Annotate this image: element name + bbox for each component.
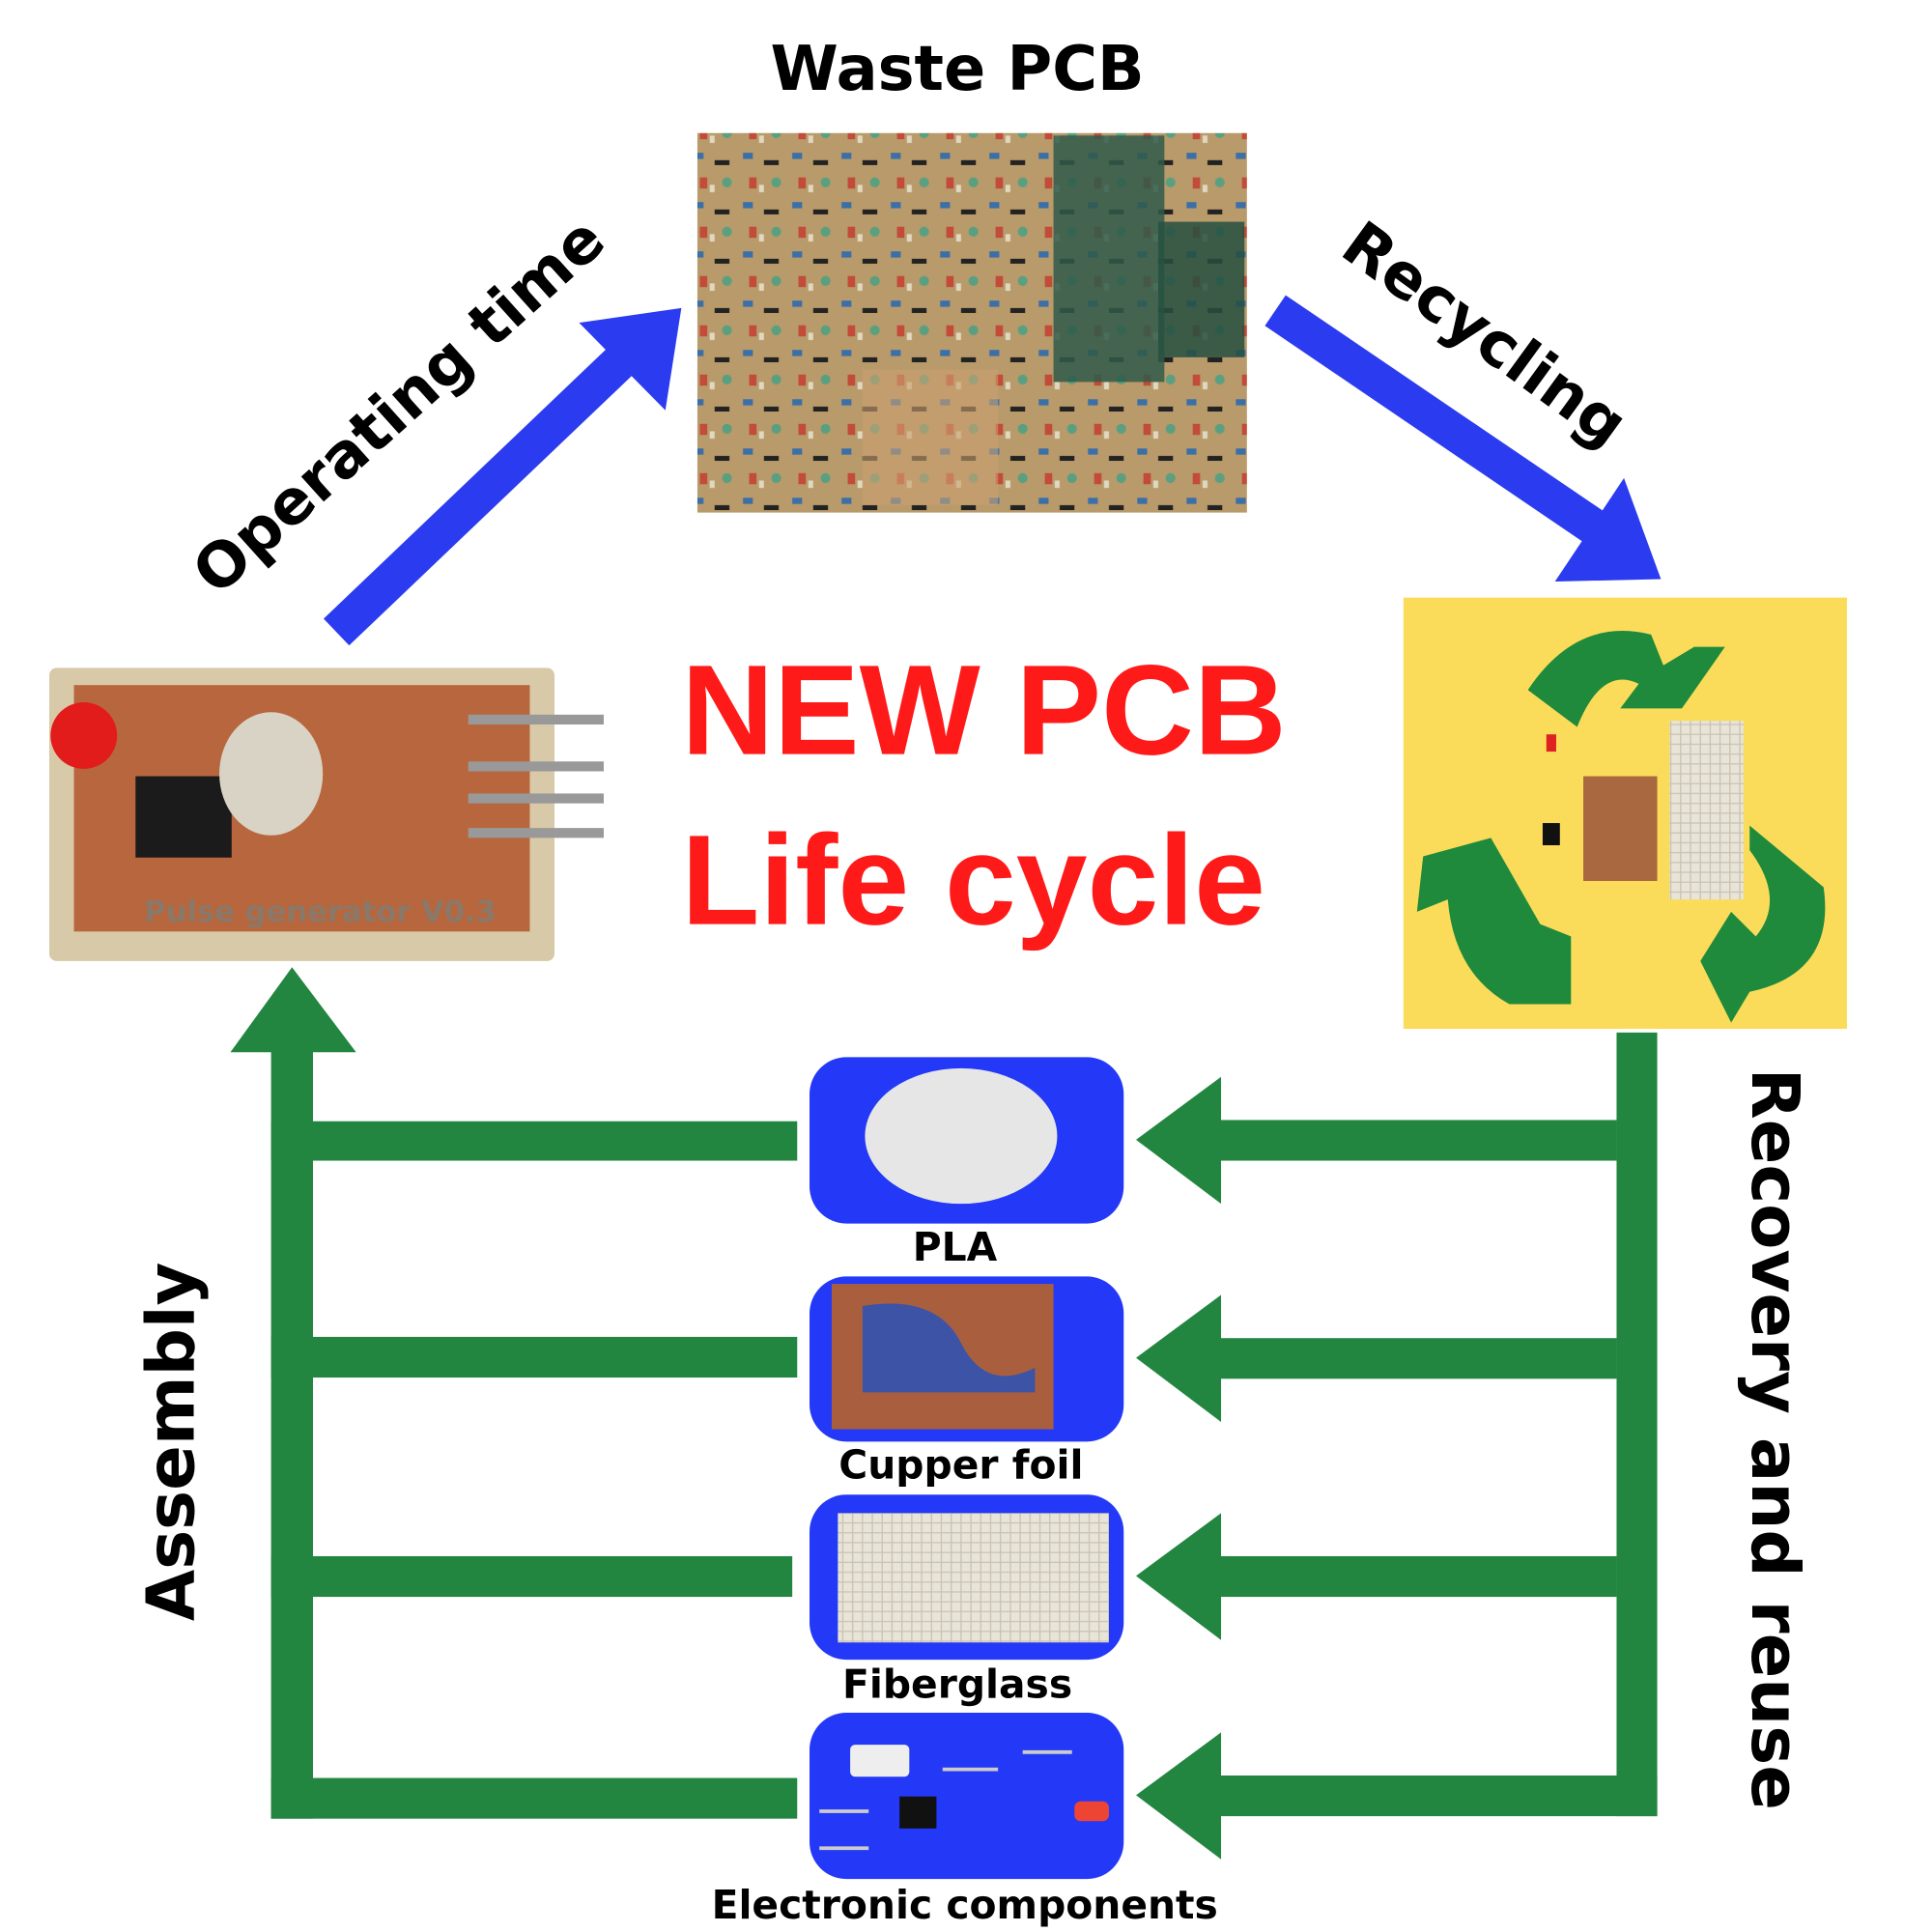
material-copper-foil: Cupper foil [810, 1276, 1124, 1489]
waste-pcb-label: Waste PCB [771, 34, 1145, 105]
material-electronic-components: Electronic components [712, 1712, 1218, 1928]
material-pla: PLA [810, 1057, 1124, 1270]
material-fiberglass: Fiberglass [810, 1494, 1124, 1708]
recycling-box [1403, 597, 1847, 1030]
material-label: Fiberglass [842, 1662, 1072, 1708]
material-label: PLA [913, 1224, 998, 1270]
title-line-1: NEW PCB [681, 639, 1286, 782]
recycling-arrow [1264, 295, 1662, 582]
recovery-and-reuse-label: Recovery and reuse [1736, 1068, 1813, 1810]
new-pcb-photo: Pulse generator V0.3 [49, 668, 604, 961]
pcb-silkscreen-text: Pulse generator V0.3 [144, 895, 497, 929]
assembly-label: Assembly [132, 1263, 210, 1621]
title-line-2: Life cycle [681, 810, 1265, 952]
recovery-arrow [1136, 1032, 1658, 1860]
assembly-arrow [230, 967, 798, 1819]
recycling-label: Recycling [1329, 208, 1640, 461]
material-label: Electronic components [712, 1882, 1218, 1928]
operating-time-arrow [324, 307, 682, 646]
material-label: Cupper foil [838, 1442, 1083, 1489]
recycle-symbol-icon [1416, 631, 1826, 1023]
waste-pcb-photo [696, 132, 1247, 513]
